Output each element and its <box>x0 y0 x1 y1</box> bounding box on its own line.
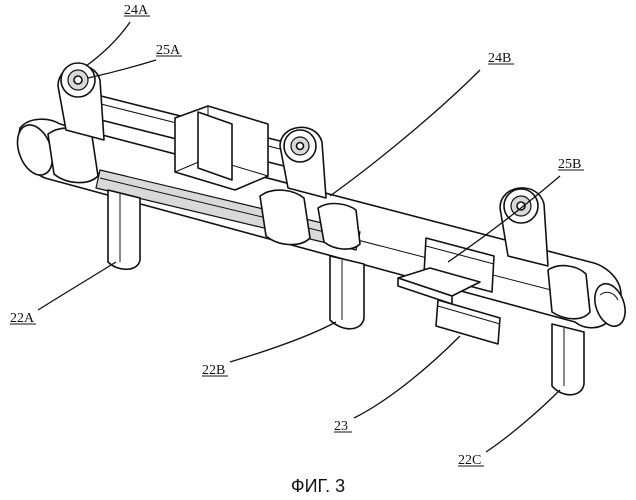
leader-22c <box>486 390 560 452</box>
leader-22a <box>38 262 116 310</box>
leg-22b <box>330 256 364 329</box>
figure-caption: ФИГ. 3 <box>291 476 345 496</box>
carriage-23 <box>436 300 500 344</box>
leg-22a <box>108 190 140 269</box>
leader-24a <box>86 22 130 66</box>
leg-22c <box>552 324 584 395</box>
leader-23 <box>354 336 460 418</box>
leader-24b <box>330 70 480 196</box>
leader-25a <box>88 60 156 78</box>
lug-right <box>500 188 548 266</box>
leader-22b <box>230 322 336 362</box>
